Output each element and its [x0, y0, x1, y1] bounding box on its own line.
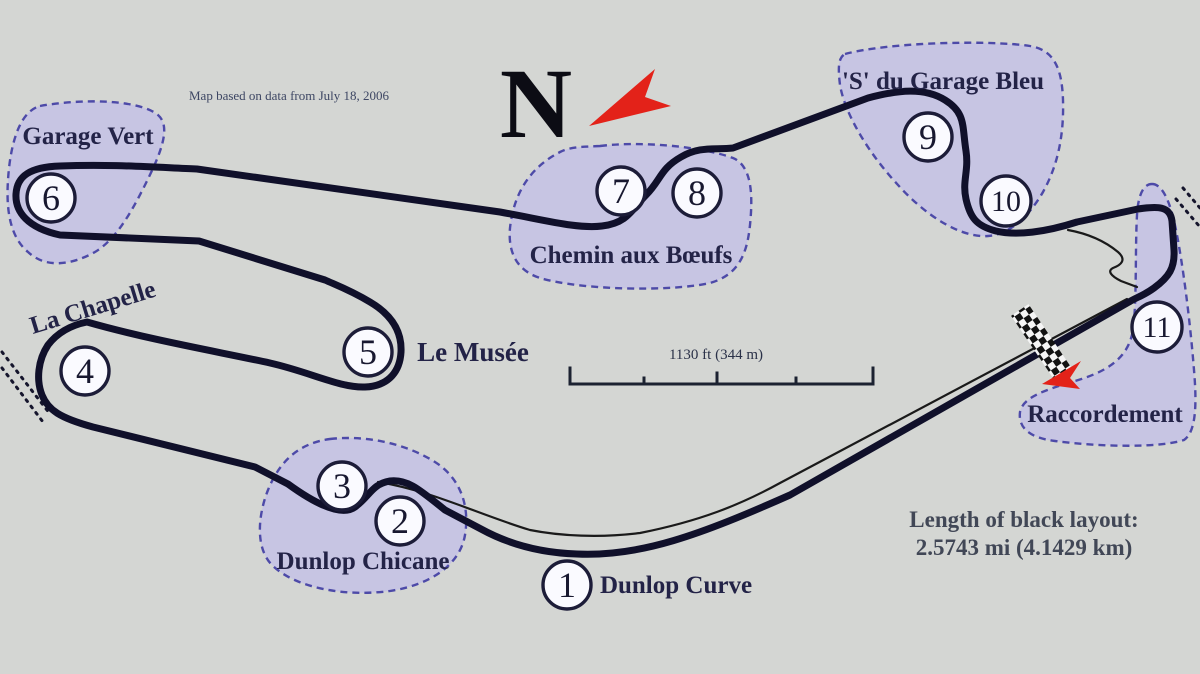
- label-la-chapelle: La Chapelle: [27, 276, 159, 340]
- turn-marker-8: 8: [671, 167, 723, 219]
- label-dunlop-chicane: Dunlop Chicane: [277, 548, 450, 575]
- north-letter: N: [500, 48, 572, 159]
- road-continuation-left: [0, 350, 52, 424]
- turn-marker-7: 7: [595, 165, 647, 217]
- direction-arrow-icon: [1042, 361, 1081, 389]
- svg-text:5: 5: [359, 332, 377, 372]
- label-dunlop-curve: Dunlop Curve: [600, 572, 752, 599]
- road-continuation-right: [1174, 186, 1200, 229]
- label-raccordement: Raccordement: [1027, 401, 1183, 428]
- svg-text:4: 4: [76, 351, 94, 391]
- svg-text:1: 1: [558, 565, 576, 605]
- turn-marker-1: 1: [541, 559, 593, 611]
- turn-marker-5: 5: [342, 326, 394, 378]
- svg-text:9: 9: [919, 117, 937, 157]
- track-outline: [12, 87, 1178, 558]
- svg-text:8: 8: [688, 173, 706, 213]
- turn-marker-9: 9: [902, 111, 954, 163]
- turn-marker-11: 11: [1130, 300, 1184, 354]
- turn-marker-4: 4: [59, 345, 111, 397]
- finish-flag-icon: [1011, 304, 1073, 381]
- thin-road-connector: [1066, 228, 1139, 289]
- svg-text:3: 3: [333, 466, 351, 506]
- label-s-du-garage-bleu: 'S' du Garage Bleu: [842, 68, 1044, 95]
- label-garage-vert: Garage Vert: [22, 123, 154, 150]
- map-note: Map based on data from July 18, 2006: [189, 88, 390, 103]
- length-caption-line1: Length of black layout:: [909, 507, 1138, 532]
- turn-marker-10: 10: [979, 174, 1033, 228]
- turn-marker-6: 6: [25, 172, 77, 224]
- label-chemin-aux-boeufs: Chemin aux Bœufs: [530, 242, 733, 269]
- scale-bar: [568, 366, 875, 386]
- svg-text:10: 10: [991, 185, 1021, 218]
- length-caption-line2: 2.5743 mi (4.1429 km): [916, 535, 1133, 560]
- turn-marker-3: 3: [316, 460, 368, 512]
- turn-marker-2: 2: [374, 495, 426, 547]
- svg-text:11: 11: [1143, 311, 1172, 344]
- scale-label: 1130 ft (344 m): [669, 347, 763, 363]
- svg-text:2: 2: [391, 501, 409, 541]
- label-le-musee: Le Musée: [417, 337, 529, 367]
- svg-text:7: 7: [612, 171, 630, 211]
- north-arrow-icon: [589, 69, 671, 126]
- region-dunlop-chicane: [258, 436, 468, 594]
- svg-text:6: 6: [42, 178, 60, 218]
- thin-road-bypass: [376, 297, 1129, 537]
